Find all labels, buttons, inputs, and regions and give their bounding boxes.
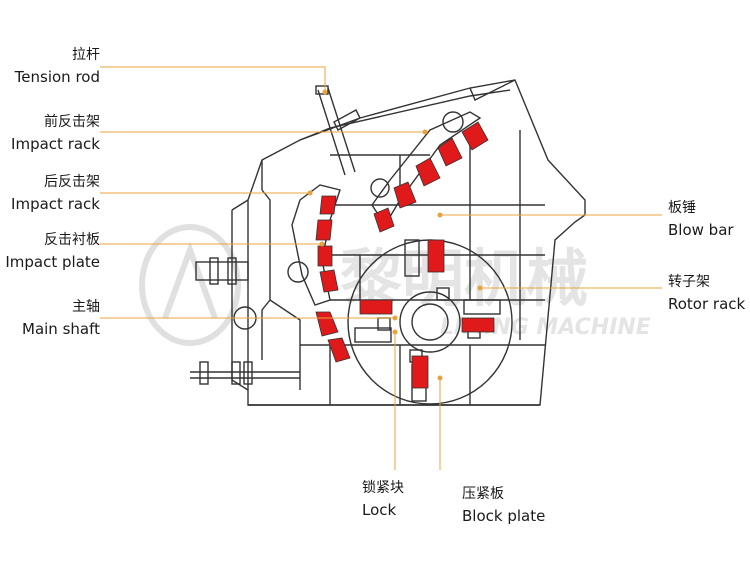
callout-dots (307, 89, 483, 381)
main-shaft-assembly (190, 257, 300, 385)
label-block-plate-zh: 压紧板 (462, 486, 504, 502)
label-lock-en: Lock (362, 501, 397, 519)
watermark-logo (139, 224, 241, 346)
front-liner-2 (437, 137, 463, 167)
label-rear-impact-rack-zh: 后反击架 (44, 174, 100, 190)
leader-tension-rod (100, 66, 326, 92)
blow-bar-top (427, 239, 445, 273)
rear-liner-2 (315, 219, 333, 241)
callout-lines (100, 66, 662, 470)
rear-liner-1 (319, 195, 337, 215)
rear-liner-6 (327, 337, 351, 363)
front-liner-4 (393, 181, 417, 209)
label-impact-plate-en: Impact plate (5, 253, 100, 271)
crusher-housing (231, 79, 586, 406)
blow-bar-left (359, 299, 393, 315)
rear-liner-3 (317, 245, 333, 267)
rear-liner-4 (319, 269, 339, 293)
rear-liner-5 (315, 311, 339, 337)
label-blow-bar-en: Blow bar (668, 221, 734, 239)
label-main-shaft-zh: 主轴 (72, 299, 100, 315)
wear-parts (315, 121, 495, 389)
label-main-shaft-en: Main shaft (22, 320, 100, 338)
label-rotor-rack-en: Rotor rack (668, 295, 746, 313)
label-blow-bar-zh: 板锤 (668, 200, 696, 216)
label-lock-zh: 锁紧块 (362, 480, 404, 496)
front-liner-5 (373, 207, 395, 233)
label-rotor-rack-zh: 转子架 (668, 274, 710, 290)
label-impact-plate-zh: 反击衬板 (44, 232, 100, 248)
label-tension-rod-en: Tension rod (14, 68, 100, 86)
blow-bar-right (461, 317, 495, 333)
label-front-impact-rack-en: Impact rack (11, 135, 100, 153)
label-rear-impact-rack-en: Impact rack (11, 195, 100, 213)
label-front-impact-rack-zh: 前反击架 (44, 114, 100, 130)
label-tension-rod-zh: 拉杆 (72, 47, 100, 63)
front-liner-3 (415, 157, 441, 187)
label-block-plate-en: Block plate (462, 507, 546, 525)
front-liner-1 (461, 121, 489, 151)
blow-bar-bottom (411, 355, 429, 389)
